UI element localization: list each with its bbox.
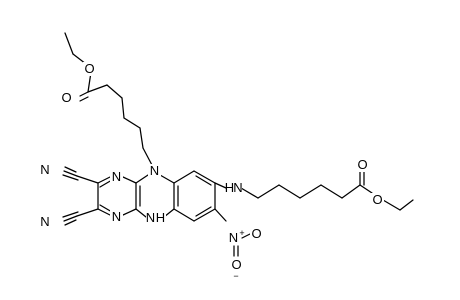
bond [139, 127, 144, 149]
bond [159, 174, 175, 184]
bond [62, 174, 79, 181]
atom-label: O [61, 90, 71, 105]
bond [64, 166, 77, 173]
bond [341, 184, 361, 199]
bond [240, 187, 259, 199]
bond [195, 175, 212, 186]
atom-label: H [156, 210, 165, 225]
atom-label: N [112, 209, 121, 224]
atom-label: O [372, 192, 382, 207]
bond [399, 199, 414, 211]
bond [63, 215, 78, 222]
bond [359, 184, 373, 194]
bond [193, 170, 216, 184]
atom-label: N [233, 180, 242, 195]
atom-label: N [40, 162, 49, 177]
bond [173, 170, 195, 184]
bond [173, 208, 195, 222]
bond [64, 219, 77, 226]
bond [121, 97, 125, 119]
bond [195, 206, 212, 217]
atom-label: N [150, 163, 159, 178]
bond [299, 184, 322, 199]
bond [106, 84, 123, 99]
bond [135, 174, 149, 184]
charge-label: + [239, 228, 244, 238]
bond [122, 176, 137, 184]
bond [214, 182, 227, 189]
atom-labels: O O N N N N H N N H N N + O O − O O [38, 61, 384, 281]
bond [257, 184, 280, 199]
bond [97, 176, 111, 184]
atom-label: O [231, 257, 241, 272]
bond [79, 91, 89, 97]
bond [76, 208, 99, 217]
atom-label: H [225, 180, 234, 195]
bond [97, 208, 111, 216]
bond [123, 117, 141, 129]
bond [135, 208, 147, 218]
bond-lines [62, 32, 414, 257]
atom-label: N [112, 169, 121, 184]
atom-label: O [251, 226, 261, 241]
bond [214, 208, 227, 222]
bond [63, 170, 78, 177]
bond [62, 211, 79, 218]
bond [278, 184, 301, 199]
atom-label: O [84, 61, 94, 76]
bond [193, 208, 216, 222]
bond [79, 96, 89, 102]
bond [320, 184, 343, 199]
atom-label: O [357, 157, 367, 172]
atom-label: N [229, 230, 238, 245]
bond [122, 208, 137, 216]
charge-label: − [233, 271, 238, 281]
bond [142, 147, 154, 168]
atom-label: N [146, 210, 155, 225]
bond [76, 175, 99, 184]
atom-label: N [40, 214, 49, 229]
bond [64, 32, 74, 55]
bond [382, 199, 401, 211]
bond [87, 84, 108, 93]
